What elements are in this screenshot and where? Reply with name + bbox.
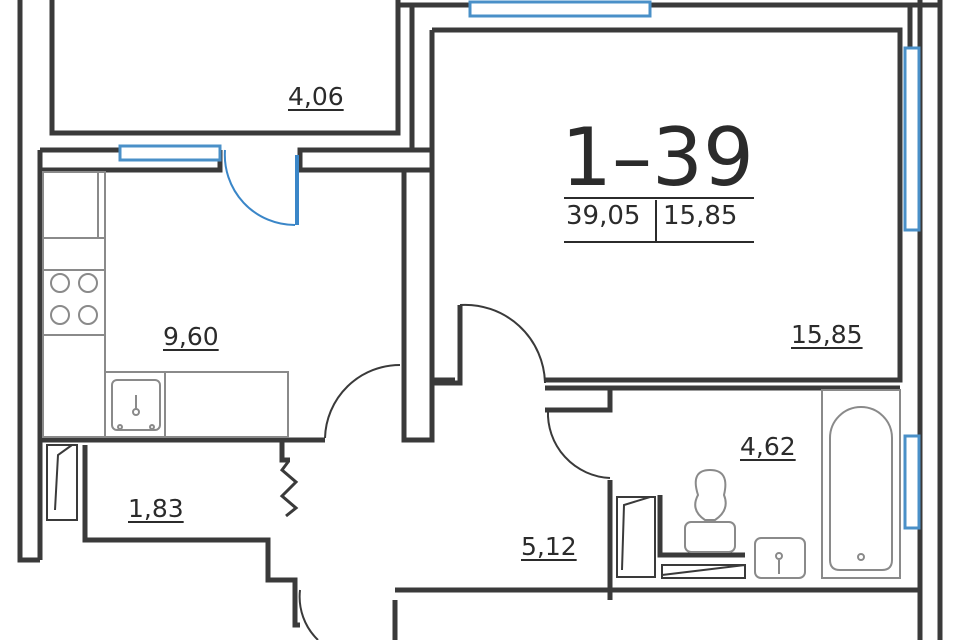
closet-zigzag xyxy=(279,461,299,518)
window-top xyxy=(468,0,652,18)
title-divider xyxy=(564,197,754,199)
wall-bottom xyxy=(392,587,920,640)
door-swing-living xyxy=(459,303,546,384)
wall-left-outer xyxy=(17,0,40,563)
bathtub xyxy=(821,389,901,579)
area-separator xyxy=(655,200,657,242)
total-area: 39,05 xyxy=(566,201,641,231)
area-underline xyxy=(564,241,754,243)
living-area: 15,85 xyxy=(663,201,738,231)
room-area-living: 15,85 xyxy=(791,320,863,349)
door-swing-storage xyxy=(223,149,296,227)
closet-unit xyxy=(46,444,78,521)
wall-storage xyxy=(49,0,401,136)
window-corridor xyxy=(118,144,222,162)
door-swing-kitchen xyxy=(324,364,401,439)
wall-kitchen-living xyxy=(401,5,903,443)
apartment-number: 1–39 xyxy=(561,111,754,204)
stove-burner xyxy=(50,273,70,293)
window-right-2 xyxy=(903,434,921,530)
wall-bath-left xyxy=(607,480,745,600)
door-swing-bath xyxy=(546,409,611,479)
wall-corridor-top xyxy=(40,147,435,173)
room-area-closet: 1,83 xyxy=(128,494,184,523)
room-area-bathroom: 4,62 xyxy=(740,432,796,461)
toilet xyxy=(694,468,727,521)
bath-sink xyxy=(754,537,806,579)
room-area-kitchen: 9,60 xyxy=(163,322,219,351)
window-right-1 xyxy=(903,46,921,232)
wall-bath-top xyxy=(545,385,900,413)
kitchen-counter-bottom xyxy=(104,371,289,438)
wall-kitchen-bottom xyxy=(40,437,325,463)
door-swing-entrance xyxy=(298,589,319,640)
bath-cabinet xyxy=(616,496,656,578)
room-area-storage: 4,06 xyxy=(288,82,344,111)
wall-closet xyxy=(37,440,300,628)
kitchen-counter xyxy=(42,171,106,438)
kitchen-sink xyxy=(111,379,161,431)
wall-hall-left xyxy=(432,305,463,386)
room-area-hall: 5,12 xyxy=(521,532,577,561)
